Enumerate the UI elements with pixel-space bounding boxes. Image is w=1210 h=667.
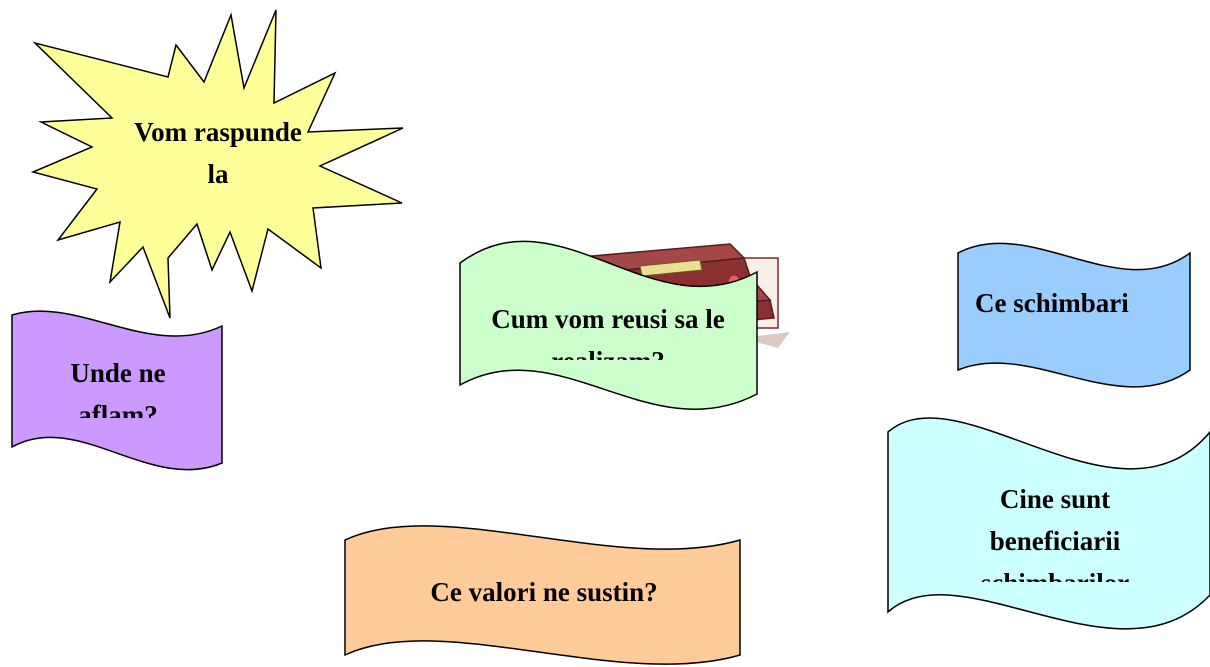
banner-unde-shape [11,310,223,471]
banner-cum-label: Cum vom reusi sa le realizam? [491,304,725,360]
banner-cine-label: Cine sunt beneficiarii schimbarilor [981,484,1130,582]
banner-cum-shape [459,240,758,411]
banner-ce-schimbari-shape [957,242,1191,388]
banner-cine-shape [887,417,1210,630]
starburst-shape [30,9,404,319]
banner-unde-label: Unde ne aflam? [70,358,166,418]
banner-ce-schimbari-label: Ce schimbari [975,288,1129,318]
banner-valori-label: Ce valori ne sustin? [430,577,658,607]
banner-valori-shape [344,525,741,665]
starburst-label: Vom raspunde la [134,117,302,189]
